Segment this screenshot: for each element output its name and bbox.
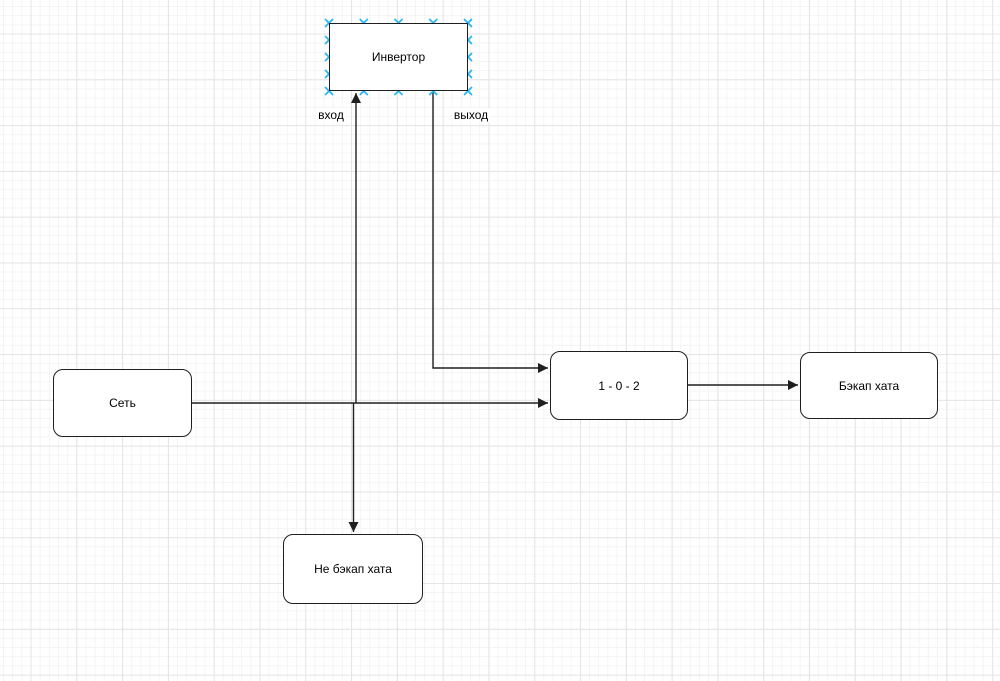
edge-label-output[interactable]: выход (451, 108, 491, 122)
node-label: Не бэкап хата (314, 562, 392, 576)
edge-inverter-output-to-switch[interactable] (432, 91, 548, 373)
node-network[interactable]: Сеть (53, 369, 192, 437)
edges-group (192, 91, 798, 532)
node-switch-1-0-2[interactable]: 1 - 0 - 2 (550, 351, 688, 420)
node-label: Инвертор (371, 50, 426, 64)
node-backup-house[interactable]: Бэкап хата (800, 352, 938, 419)
edge-label-input[interactable]: вход (316, 108, 346, 122)
node-label: Сеть (109, 396, 136, 410)
node-label: 1 - 0 - 2 (598, 378, 640, 393)
node-non-backup-house[interactable]: Не бэкап хата (283, 534, 423, 604)
node-inverter[interactable]: Инвертор (329, 23, 468, 91)
node-label: Бэкап хата (838, 378, 900, 393)
